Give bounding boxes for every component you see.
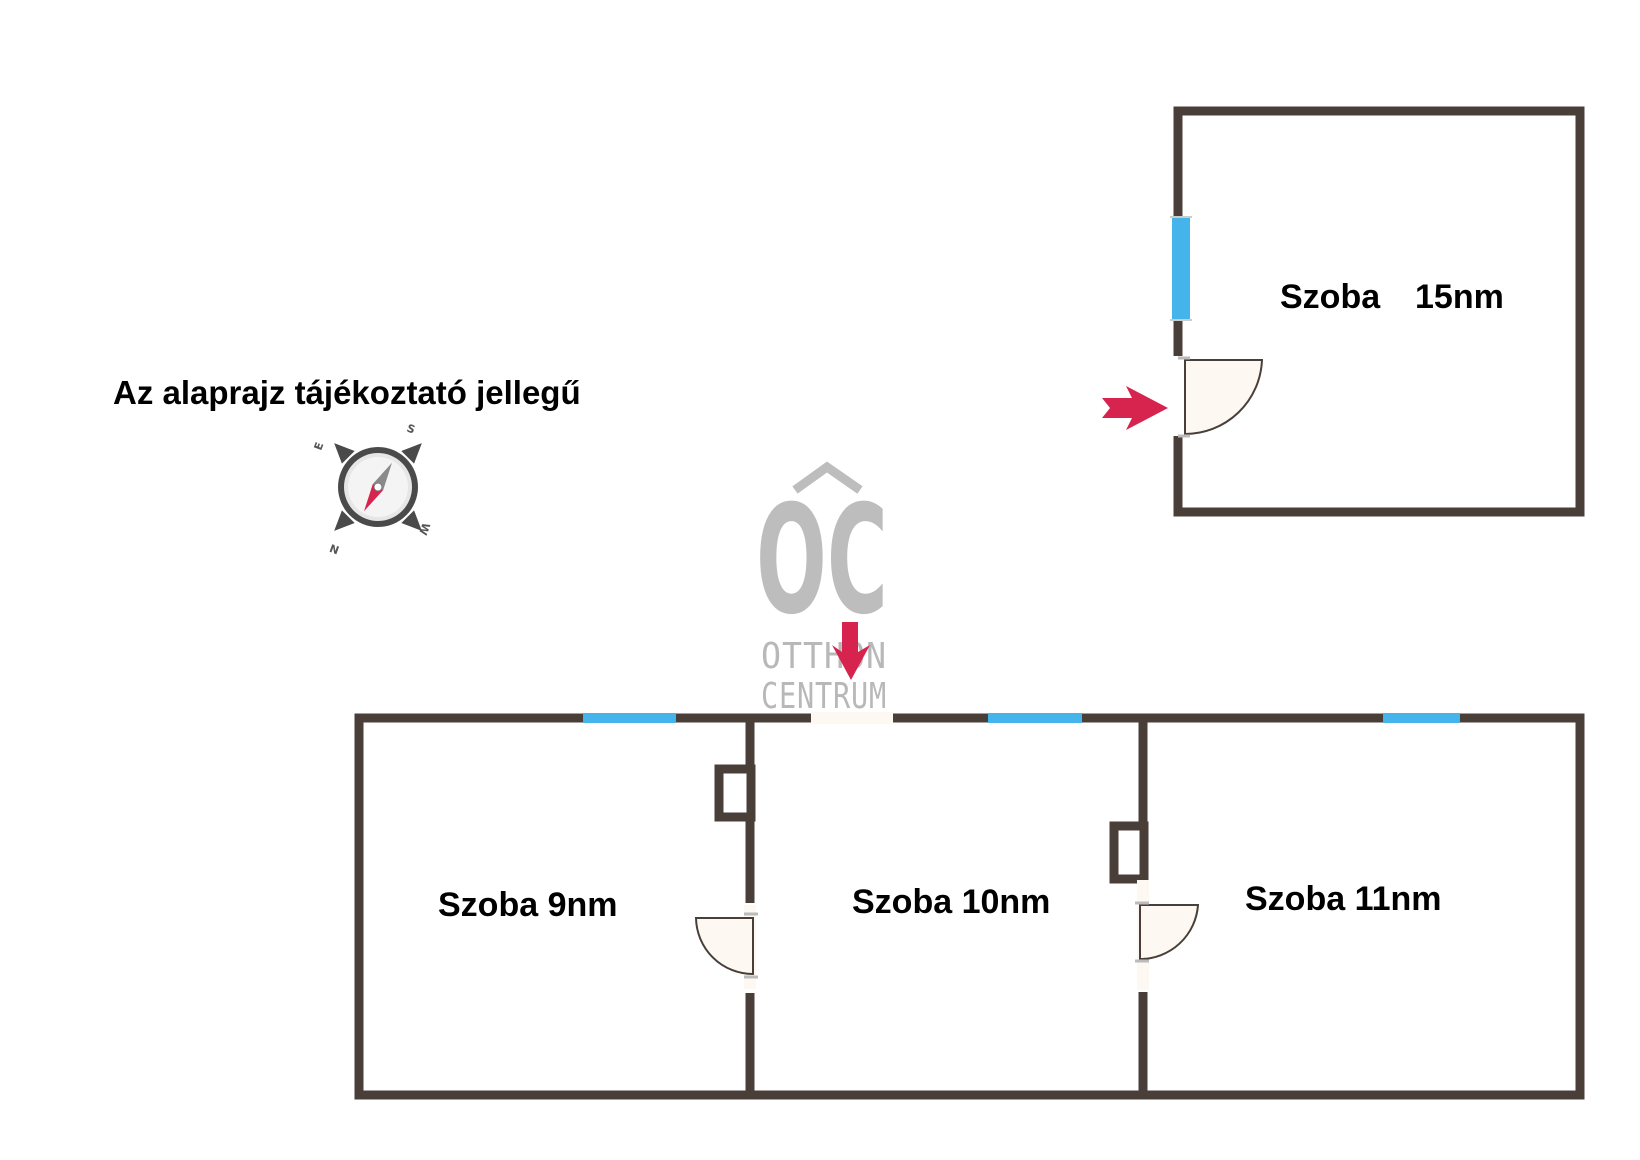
compass-letter-e: E <box>312 441 327 453</box>
disclaimer-text: Az alaprajz tájékoztató jellegű <box>113 374 581 411</box>
entrance-arrow-icon <box>832 622 870 680</box>
chimney-1 <box>714 764 756 822</box>
window-bottom-2 <box>988 713 1082 723</box>
compass-icon: S E N W <box>312 422 433 557</box>
door-room-3 <box>1139 904 1200 961</box>
bottom-building: Szoba 9nm Szoba 10nm Szoba 11nm <box>354 622 1585 1100</box>
compass-letter-w: W <box>416 521 432 537</box>
room-bottom-left-label: Szoba 9nm <box>438 886 617 924</box>
room-top-right: Szoba 15nm <box>1102 106 1585 517</box>
room-top-right-name: Szoba <box>1280 278 1381 316</box>
main-entrance-opening <box>811 712 893 724</box>
room-bottom-middle-label: Szoba 10nm <box>852 883 1050 921</box>
window-bottom-1 <box>583 713 676 723</box>
logo-line2: CENTRUM <box>761 676 887 717</box>
door-room-1 <box>694 917 754 976</box>
compass-letter-s: S <box>405 422 417 437</box>
compass-letter-n: N <box>328 541 341 556</box>
otthon-centrum-logo: OC OTTHON CENTRUM <box>756 461 888 717</box>
logo-monogram: OC <box>756 474 888 648</box>
entrance-arrow-icon <box>1102 386 1168 430</box>
door-top-right <box>1184 359 1264 436</box>
logo-line1: OTTHON <box>761 636 887 677</box>
window-bottom-3 <box>1383 713 1460 723</box>
room-bottom-right-label: Szoba 11nm <box>1245 880 1442 918</box>
chimney-2 <box>1109 821 1149 884</box>
room-top-right-area: 15nm <box>1415 278 1504 316</box>
